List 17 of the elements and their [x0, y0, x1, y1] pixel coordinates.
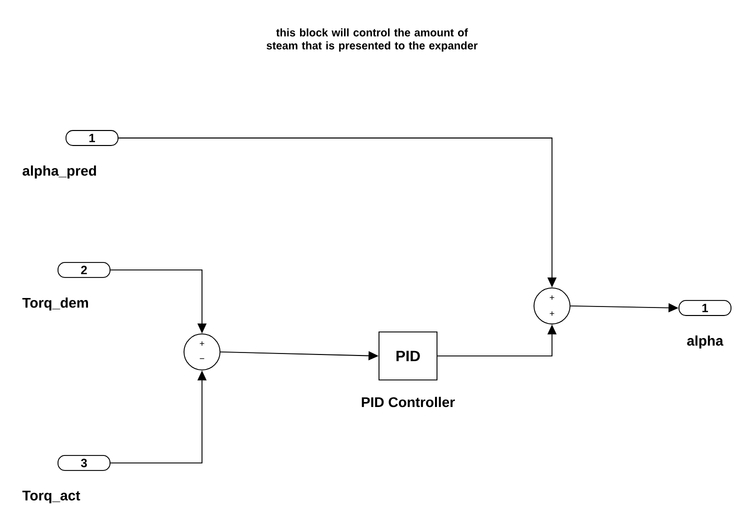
sign-label: + — [550, 311, 554, 316]
title: this block will control the amount of steam that is presented to the expander — [266, 28, 478, 52]
block-label: PID Controller — [362, 396, 455, 408]
sign-label: + — [550, 295, 554, 300]
port-terminal: 1 — [66, 130, 118, 146]
sum-circle — [184, 334, 220, 370]
block-label: Torq_dem — [22, 297, 88, 310]
block-label: Torq_act — [22, 490, 80, 504]
block-label: alpha — [687, 335, 724, 348]
controller-block: PID — [378, 332, 438, 380]
sign-label: + — [200, 341, 204, 346]
block-label: alpha_pred — [22, 165, 96, 178]
sum-circle — [534, 288, 570, 324]
port-terminal: 2 — [58, 262, 110, 278]
port-terminal: 3 — [58, 455, 110, 471]
port-terminal: 1 — [678, 300, 732, 316]
sign-label: − — [200, 358, 204, 359]
